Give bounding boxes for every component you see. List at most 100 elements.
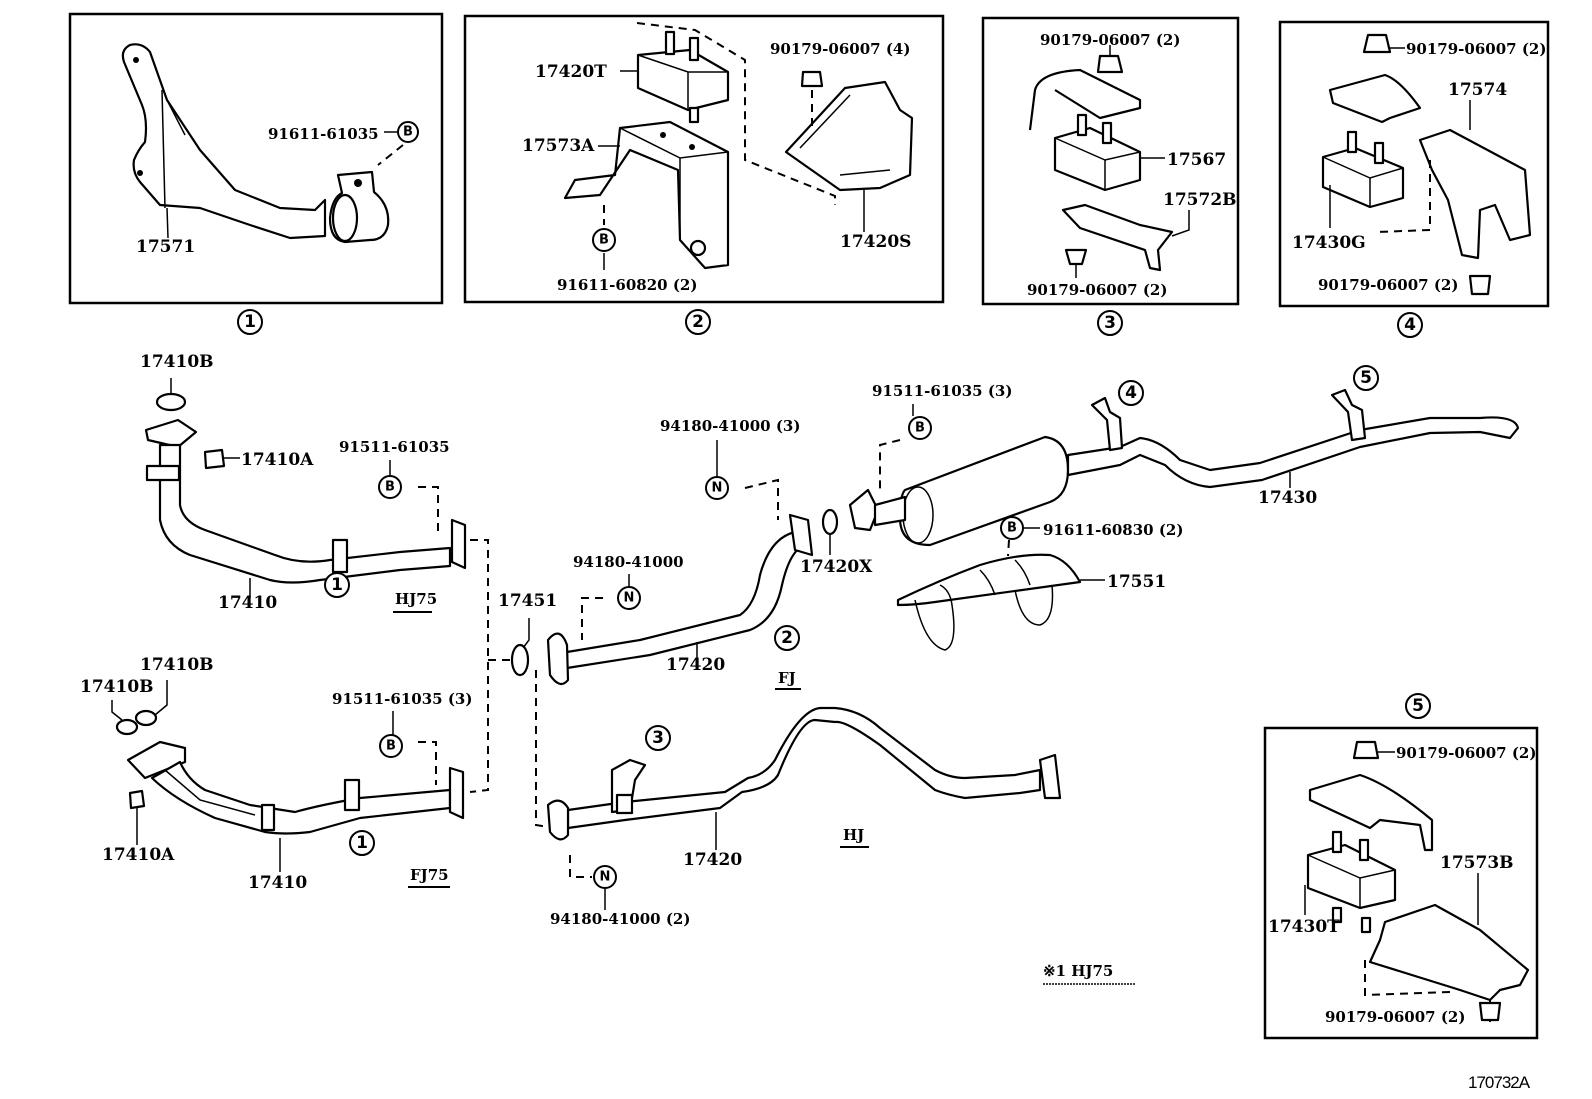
ref-marker-3[interactable] bbox=[645, 725, 671, 751]
part-number-17410A[interactable]: 17410A bbox=[241, 450, 314, 470]
part-number-17430G[interactable]: 17430G bbox=[1292, 233, 1366, 253]
nut-17410A[interactable] bbox=[128, 789, 146, 810]
part-number-90179-06007-bottom[interactable]: 90179-06007 (2) bbox=[1325, 1008, 1465, 1026]
part-number-90179-06007-bottom[interactable]: 90179-06007 (2) bbox=[1318, 276, 1458, 294]
part-number-17430T[interactable]: 17430T bbox=[1268, 917, 1340, 937]
ref-marker-5[interactable] bbox=[1353, 365, 1379, 391]
nut-90179-06007 bbox=[1064, 248, 1088, 266]
ref-marker-2[interactable] bbox=[774, 625, 800, 651]
nut-90179-06007 bbox=[1362, 33, 1392, 54]
part-number-91611-60820[interactable]: 91611-60820 (2) bbox=[557, 276, 697, 294]
insulator-17430G[interactable] bbox=[1321, 146, 1405, 209]
pipe-collar bbox=[260, 803, 276, 832]
part-number-17573B[interactable]: 17573B bbox=[1440, 853, 1514, 873]
hj-center-pipe-group: 3 17420 HJ N 94180-41000 (2) bbox=[546, 706, 1062, 928]
ref-marker-4[interactable] bbox=[1118, 380, 1144, 406]
diagram-reference-code: 170732A bbox=[1468, 1073, 1531, 1092]
pipe-clamp bbox=[343, 778, 361, 812]
inset-3: 90179-06007 (2) 17567 17572B 90179-06007… bbox=[981, 16, 1240, 336]
heat-insulator-17551[interactable] bbox=[896, 553, 1082, 607]
svg-text:B: B bbox=[1007, 521, 1017, 536]
insulator-17567[interactable] bbox=[1053, 126, 1142, 192]
inset-3-frame bbox=[981, 16, 1240, 306]
gasket-17410B[interactable] bbox=[115, 718, 139, 736]
part-number-91511-61035-x3[interactable]: 91511-61035 (3) bbox=[332, 690, 472, 708]
bracket-17574[interactable] bbox=[1418, 128, 1532, 260]
part-number-17573A[interactable]: 17573A bbox=[522, 136, 595, 156]
nut-17410A[interactable] bbox=[203, 448, 226, 470]
hanger-bracket[interactable] bbox=[1090, 396, 1124, 452]
center-pipe-17420-hj[interactable] bbox=[566, 706, 1042, 830]
part-number-17410B-a[interactable]: 17410B bbox=[140, 655, 214, 675]
fj75-front-pipe-group: 17410B 17410B 17410A 91511-61035 (3) B 1… bbox=[80, 655, 472, 893]
part-number-17420S[interactable]: 17420S bbox=[840, 232, 911, 252]
bolt-symbol-b bbox=[378, 475, 402, 499]
clamp-ring bbox=[331, 193, 359, 243]
part-number-17420T[interactable]: 17420T bbox=[535, 62, 607, 82]
part-number-90179-06007-bottom[interactable]: 90179-06007 (2) bbox=[1027, 281, 1167, 299]
part-number-17420[interactable]: 17420 bbox=[666, 655, 725, 675]
part-number-17567[interactable]: 17567 bbox=[1167, 150, 1226, 170]
variant-label-fj: FJ bbox=[778, 669, 796, 687]
part-number-17572B[interactable]: 17572B bbox=[1163, 190, 1237, 210]
gasket-17451[interactable] bbox=[510, 643, 530, 677]
inset-4-frame bbox=[1278, 20, 1550, 308]
part-number-94180-41000[interactable]: 94180-41000 bbox=[573, 553, 684, 571]
inset-5-marker[interactable] bbox=[1405, 693, 1431, 719]
flange bbox=[1038, 753, 1062, 800]
part-number-17574[interactable]: 17574 bbox=[1448, 80, 1507, 100]
bracket-17420S[interactable] bbox=[784, 80, 914, 192]
part-number-91611-61035[interactable]: 91611-61035 bbox=[268, 125, 379, 143]
ref-marker-1[interactable] bbox=[349, 830, 375, 856]
part-number-91611-60830-x2[interactable]: 91611-60830 (2) bbox=[1043, 521, 1183, 539]
part-number-90179-06007-x4[interactable]: 90179-06007 (4) bbox=[770, 40, 910, 58]
inset-2-marker[interactable] bbox=[685, 309, 711, 335]
part-number-17571[interactable]: 17571 bbox=[136, 237, 195, 257]
svg-text:1: 1 bbox=[356, 833, 368, 853]
part-number-17410B-b[interactable]: 17410B bbox=[80, 677, 154, 697]
part-number-17420[interactable]: 17420 bbox=[683, 850, 742, 870]
bolt-symbol-b bbox=[1000, 516, 1024, 540]
part-number-91511-61035[interactable]: 91511-61035 bbox=[339, 438, 450, 456]
bracket-17572B[interactable] bbox=[1061, 203, 1174, 272]
nut-90179-06007 bbox=[1352, 740, 1380, 760]
gasket-17410B[interactable] bbox=[155, 392, 187, 412]
inset-1-frame bbox=[68, 12, 444, 305]
part-number-17430[interactable]: 17430 bbox=[1258, 488, 1317, 508]
nut-90179-06007 bbox=[1468, 274, 1492, 296]
part-number-17410B[interactable]: 17410B bbox=[140, 352, 214, 372]
inset-3-marker[interactable] bbox=[1097, 310, 1123, 336]
part-number-90179-06007-top[interactable]: 90179-06007 (2) bbox=[1040, 31, 1180, 49]
part-number-17551[interactable]: 17551 bbox=[1107, 572, 1166, 592]
front-pipe-17410-hj75[interactable] bbox=[158, 443, 452, 584]
ref-marker-1[interactable] bbox=[324, 572, 350, 598]
hanger-bracket[interactable] bbox=[1330, 388, 1367, 442]
gasket-17410B[interactable] bbox=[134, 709, 158, 727]
inset-5-frame bbox=[1263, 726, 1539, 1040]
bolt-symbol-b bbox=[908, 416, 932, 440]
part-number-17410A[interactable]: 17410A bbox=[102, 845, 175, 865]
part-number-94180-41000-x2[interactable]: 94180-41000 (2) bbox=[550, 910, 690, 928]
insulator-17430T[interactable] bbox=[1306, 843, 1397, 910]
part-number-17420X[interactable]: 17420X bbox=[800, 557, 873, 577]
exhaust-bracket-17571[interactable] bbox=[121, 43, 327, 240]
rear-flange bbox=[450, 518, 467, 570]
part-number-90179-06007-top[interactable]: 90179-06007 (2) bbox=[1406, 40, 1546, 58]
svg-text:4: 4 bbox=[1404, 315, 1416, 335]
part-number-17410[interactable]: 17410 bbox=[248, 873, 307, 893]
part-number-91511-61035-x3[interactable]: 91511-61035 (3) bbox=[872, 382, 1012, 400]
part-number-17410[interactable]: 17410 bbox=[218, 593, 277, 613]
inset-5: 5 90179-06007 (2) 17573B 17430T 90179-06… bbox=[1263, 693, 1539, 1040]
bracket-17573B[interactable] bbox=[1368, 903, 1530, 1002]
flange bbox=[126, 740, 187, 780]
leader-17571 bbox=[166, 207, 169, 239]
inset-1-marker[interactable] bbox=[237, 309, 263, 335]
part-number-17451[interactable]: 17451 bbox=[498, 591, 557, 611]
tail-pipe-17430[interactable] bbox=[1066, 416, 1520, 489]
part-number-94180-41000-x3[interactable]: 94180-41000 (3) bbox=[660, 417, 800, 435]
flange bbox=[546, 799, 570, 841]
inset-4-marker[interactable] bbox=[1397, 312, 1423, 338]
bolt-symbol-b bbox=[379, 734, 403, 758]
part-number-90179-06007-top[interactable]: 90179-06007 (2) bbox=[1396, 744, 1536, 762]
gasket-17420X[interactable] bbox=[821, 508, 839, 536]
